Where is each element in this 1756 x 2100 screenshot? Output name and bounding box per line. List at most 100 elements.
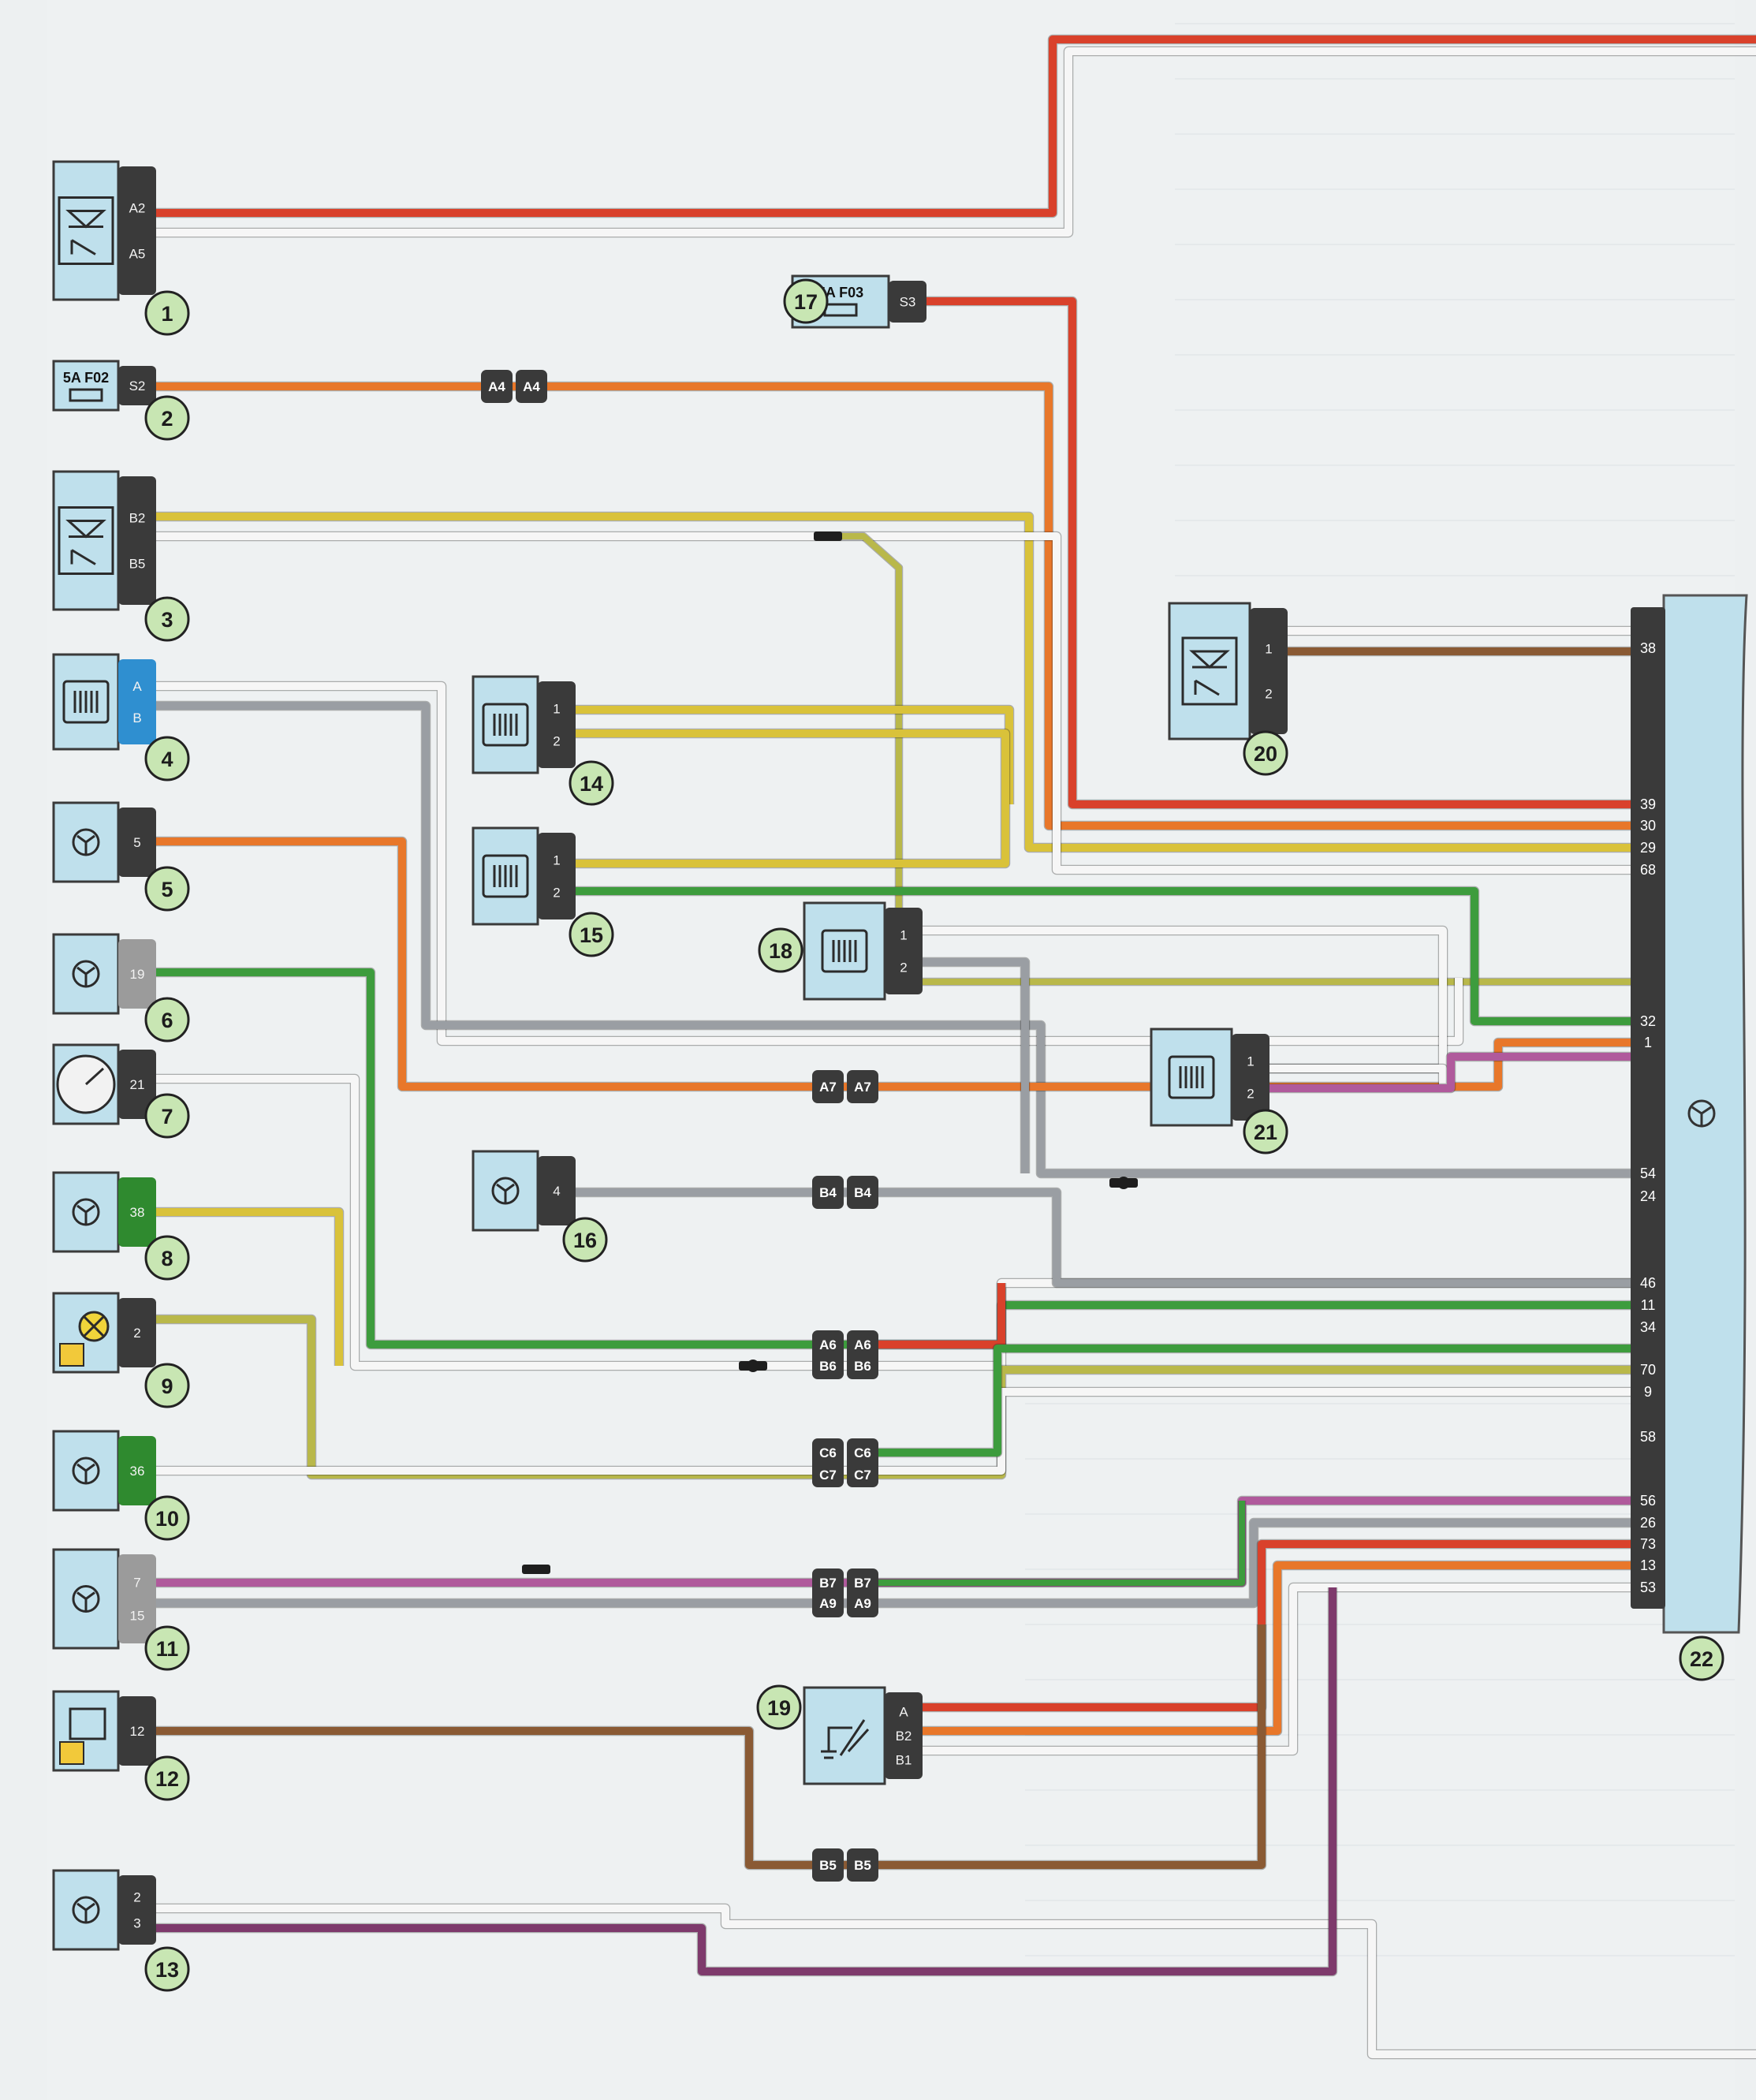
wire-5 (156, 837, 1631, 1091)
component-connector (118, 1050, 156, 1119)
callout-13 (144, 1946, 190, 1992)
component-connector (118, 659, 156, 744)
component-connector (885, 1692, 923, 1779)
callout-number-16: 16 (573, 1229, 597, 1252)
relay-icon (58, 196, 114, 265)
ecu-pin-56: 56 (1640, 1493, 1656, 1509)
pin-3-B2: B2 (129, 510, 146, 525)
connector-half-right (847, 1330, 878, 1379)
sensor-icon (72, 1457, 100, 1485)
sensor-icon (72, 1896, 100, 1924)
connector-half-left (812, 1176, 844, 1209)
wire-s3 (926, 297, 1631, 808)
connector-half-left (812, 1848, 844, 1882)
callout-number-19: 19 (767, 1696, 791, 1720)
callout-number-7: 7 (161, 1105, 173, 1128)
connector-pin-right: A7 (854, 1080, 871, 1095)
pin-19-A: A (899, 1705, 908, 1720)
ground-splice (1117, 1177, 1130, 1189)
pin-11-7: 7 (133, 1576, 140, 1591)
wire-b2 (156, 513, 1631, 852)
callout-1 (144, 290, 190, 336)
ecu-pin-46: 46 (1640, 1275, 1656, 1291)
component-11: 715 (52, 1548, 156, 1650)
indicator-icon (69, 1707, 106, 1740)
sensor-icon (72, 960, 100, 988)
callout-number-9: 9 (161, 1375, 173, 1398)
connector-pin-left-2: B6 (819, 1359, 837, 1374)
ecu-pin-1: 1 (1644, 1035, 1652, 1050)
ecu-pin-68: 68 (1640, 862, 1656, 878)
wire-b5 (156, 532, 1631, 874)
wires (156, 34, 1756, 2060)
callout-number-17: 17 (794, 290, 818, 314)
ecu-pin-70: 70 (1640, 1362, 1656, 1378)
component-connector (118, 939, 156, 1009)
callout-number-4: 4 (161, 748, 173, 771)
ecu-pin-54: 54 (1640, 1166, 1656, 1181)
component-connector (118, 1298, 156, 1367)
pin-9-2: 2 (133, 1326, 140, 1341)
callout-11 (144, 1625, 190, 1671)
callout-number-14: 14 (580, 772, 603, 796)
callout-number-21: 21 (1254, 1121, 1277, 1144)
pin-16-4: 4 (553, 1184, 560, 1199)
component-connector (118, 1875, 156, 1945)
ecu-pin-39: 39 (1640, 796, 1656, 812)
callout-17 (783, 278, 829, 324)
pin-15-1: 1 (553, 853, 560, 868)
callout-19 (756, 1684, 802, 1730)
wire-19-b1 (923, 1583, 1631, 1755)
connector-pin-right-2: B6 (854, 1359, 871, 1374)
splice-3 (522, 1565, 550, 1574)
component-8: 38 (52, 1171, 156, 1253)
ecu-pin-9: 9 (1644, 1384, 1652, 1400)
component-5: 5 (52, 801, 156, 883)
wire-15-2 (576, 887, 1631, 1025)
component-connector (538, 1156, 576, 1225)
relay-icon (1181, 636, 1238, 706)
pin-2-S2: S2 (129, 379, 146, 394)
coil-icon (62, 680, 110, 724)
callout-20 (1243, 730, 1288, 776)
callout-6 (144, 997, 190, 1043)
component-connector (118, 1696, 156, 1766)
component-connector (118, 476, 156, 605)
pin-4-B: B (132, 711, 141, 725)
pin-1-A2: A2 (129, 200, 146, 215)
callout-15 (569, 912, 614, 957)
ecu-pin-53: 53 (1640, 1580, 1656, 1595)
callout-number-22: 22 (1690, 1647, 1713, 1671)
ecu-connector (1631, 607, 1665, 1609)
wire-c6 (852, 1345, 1631, 1457)
component-15: 12 (472, 826, 576, 926)
callout-22 (1679, 1636, 1724, 1681)
component-body (52, 360, 120, 412)
pin-5-5: 5 (133, 835, 140, 850)
callout-18 (758, 927, 803, 973)
connector-pin-right: B5 (854, 1858, 871, 1873)
wire-8 (156, 1208, 343, 1366)
wire-21-1 (1269, 1065, 1447, 1087)
connector-half-right (847, 1438, 878, 1487)
callout-number-2: 2 (161, 407, 173, 431)
ecu-pin-11: 11 (1641, 1297, 1656, 1313)
callout-number-6: 6 (161, 1009, 173, 1032)
sensor-icon (491, 1177, 520, 1205)
component-connector (118, 1436, 156, 1505)
fuse-icon (69, 388, 103, 402)
ecu-pin-34: 34 (1640, 1319, 1656, 1335)
component-18: 12 (803, 901, 923, 1001)
pin-17-S3: S3 (900, 295, 916, 310)
component-connector (118, 1554, 156, 1643)
callout-5 (144, 866, 190, 912)
component-10: 36 (52, 1430, 156, 1512)
